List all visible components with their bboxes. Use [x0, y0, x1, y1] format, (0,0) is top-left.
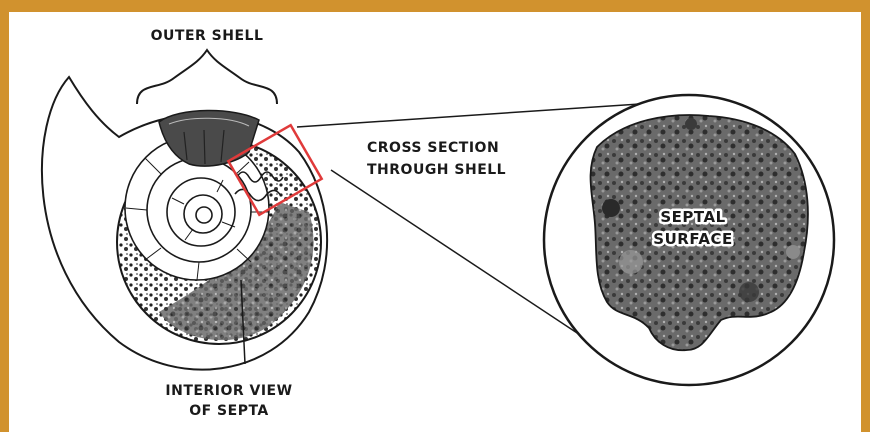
interior-view-label-line2: OF SEPTA: [189, 403, 269, 419]
cross-section-label-line1: CROSS SECTION: [367, 140, 499, 156]
outer-shell-brace: [137, 50, 277, 104]
zoom-line-top: [297, 104, 639, 127]
outer-shell-label: OUTER SHELL: [151, 28, 264, 44]
septal-label-line2: SURFACE: [653, 230, 732, 248]
ammonite-diagram: OUTER SHELL CROSS SECTION THROUGH SHELL …: [9, 12, 861, 432]
interior-view-label-line1: INTERIOR VIEW: [165, 383, 292, 399]
septal-label-line1: SEPTAL: [660, 208, 725, 226]
diagram-frame: OUTER SHELL CROSS SECTION THROUGH SHELL …: [9, 12, 861, 432]
cross-section-label-line2: THROUGH SHELL: [367, 162, 506, 178]
